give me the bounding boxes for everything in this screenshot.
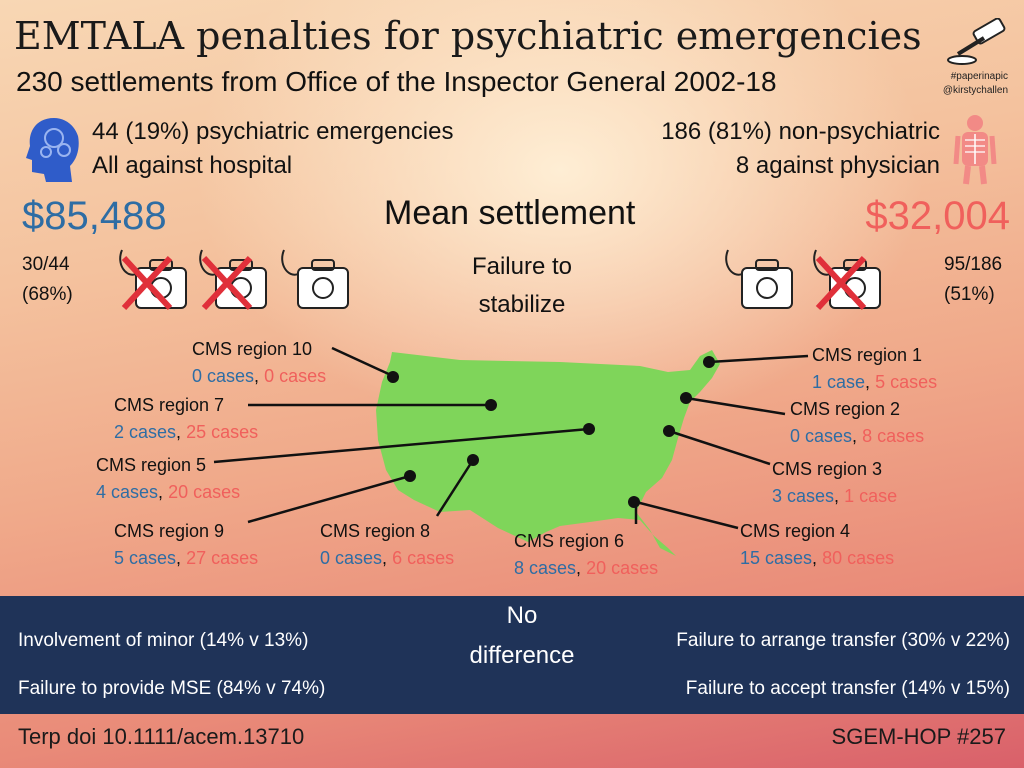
- medical-kit-icon: [813, 249, 881, 311]
- region-psych-cases: 1 case: [812, 372, 866, 392]
- region-nonpsych-cases: 5 cases: [875, 372, 938, 392]
- nonpsych-count: 186 (81%) non-psychiatric: [661, 118, 940, 145]
- psych-failure-percent: (68%): [22, 284, 73, 305]
- medical-kit-icon: [119, 249, 187, 311]
- region-10-label: CMS region 10 0 cases, 0 cases: [192, 336, 326, 390]
- arrange-transfer-stat: Failure to arrange transfer (30% v 22%): [676, 630, 1010, 651]
- region-name: CMS region 6: [514, 531, 625, 551]
- episode-code: SGEM-HOP #257: [831, 724, 1006, 749]
- psych-medical-kits: [119, 249, 349, 311]
- nonpsych-medical-kits: [725, 249, 881, 311]
- mean-settlement-label: Mean settlement: [384, 194, 636, 232]
- region-2-label: CMS region 2 0 cases, 8 cases: [790, 396, 924, 450]
- reference-doi: Terp doi 10.1111/acem.13710: [18, 724, 305, 749]
- failure-to-stabilize-label: Failure to stabilize: [422, 248, 622, 324]
- region-psych-cases: 15 cases: [740, 548, 813, 568]
- no-difference-line-1: No: [506, 602, 538, 629]
- region-name: CMS region 3: [772, 459, 883, 479]
- region-nonpsych-cases: 0 cases: [264, 366, 327, 386]
- region-3-label: CMS region 3 3 cases, 1 case: [772, 456, 897, 510]
- region-name: CMS region 4: [740, 521, 851, 541]
- psych-count: 44 (19%) psychiatric emergencies: [92, 118, 454, 145]
- region-name: CMS region 1: [812, 345, 923, 365]
- region-name: CMS region 9: [114, 521, 225, 541]
- accept-transfer-stat: Failure to accept transfer (14% v 15%): [685, 678, 1010, 699]
- psych-against: All against hospital: [92, 152, 293, 179]
- region-nonpsych-cases: 20 cases: [586, 558, 659, 578]
- region-nonpsych-cases: 27 cases: [186, 548, 259, 568]
- region-nonpsych-cases: 8 cases: [862, 426, 925, 446]
- medical-kit-icon: [725, 249, 793, 309]
- psych-failure-stat: 30/44 (68%): [22, 250, 73, 310]
- tag-author: @kirstychallen: [942, 85, 1008, 96]
- comparison-band: Involvement of minor (14% v 13%) Failure…: [0, 596, 1024, 714]
- failure-line-1: Failure to: [471, 253, 573, 280]
- region-psych-cases: 4 cases: [96, 482, 159, 502]
- region-psych-cases: 2 cases: [114, 422, 177, 442]
- region-psych-cases: 0 cases: [790, 426, 853, 446]
- region-nonpsych-cases: 80 cases: [822, 548, 895, 568]
- region-5-label: CMS region 5 4 cases, 20 cases: [96, 452, 240, 506]
- region-psych-cases: 0 cases: [320, 548, 383, 568]
- nonpsych-failure-fraction: 95/186: [944, 254, 1003, 275]
- gavel-icon: [947, 18, 1006, 65]
- region-4-label: CMS region 4 15 cases, 80 cases: [740, 518, 894, 572]
- brain-head-icon: [26, 118, 79, 182]
- region-nonpsych-cases: 25 cases: [186, 422, 259, 442]
- minor-involvement-stat: Involvement of minor (14% v 13%): [18, 630, 309, 651]
- region-7-label: CMS region 7 2 cases, 25 cases: [114, 392, 258, 446]
- hashtags: #paperinapic @kirstychallen: [943, 70, 1008, 98]
- no-difference-line-2: difference: [469, 642, 575, 669]
- region-name: CMS region 7: [114, 395, 225, 415]
- page-subtitle: 230 settlements from Office of the Inspe…: [16, 66, 777, 97]
- region-6-label: CMS region 6 8 cases, 20 cases: [514, 528, 658, 582]
- failure-line-2: stabilize: [478, 291, 566, 318]
- nonpsych-failure-percent: (51%): [944, 284, 995, 305]
- region-psych-cases: 8 cases: [514, 558, 577, 578]
- body-anatomy-icon: [953, 115, 997, 185]
- region-name: CMS region 8: [320, 521, 431, 541]
- region-psych-cases: 0 cases: [192, 366, 255, 386]
- region-9-label: CMS region 9 5 cases, 27 cases: [114, 518, 258, 572]
- nonpsych-mean-settlement: $32,004: [865, 194, 1010, 238]
- region-8-label: CMS region 8 0 cases, 6 cases: [320, 518, 454, 572]
- region-1-label: CMS region 1 1 case, 5 cases: [812, 342, 937, 396]
- region-nonpsych-cases: 6 cases: [392, 548, 455, 568]
- medical-kit-icon: [199, 249, 267, 311]
- medical-kit-icon: [281, 249, 349, 309]
- region-psych-cases: 5 cases: [114, 548, 177, 568]
- mse-failure-stat: Failure to provide MSE (84% v 74%): [18, 678, 326, 699]
- region-psych-cases: 3 cases: [772, 486, 835, 506]
- region-name: CMS region 5: [96, 455, 207, 475]
- region-name: CMS region 10: [192, 339, 313, 359]
- nonpsych-against: 8 against physician: [735, 152, 940, 179]
- nonpsych-failure-stat: 95/186 (51%): [944, 250, 1002, 310]
- page-title: EMTALA penalties for psychiatric emergen…: [14, 14, 922, 58]
- tag-paperinapic: #paperinapic: [950, 71, 1008, 82]
- psych-failure-fraction: 30/44: [22, 254, 70, 275]
- region-name: CMS region 2: [790, 399, 901, 419]
- no-difference-label: No difference: [422, 596, 622, 676]
- region-nonpsych-cases: 1 case: [844, 486, 898, 506]
- psych-mean-settlement: $85,488: [22, 194, 167, 238]
- region-nonpsych-cases: 20 cases: [168, 482, 241, 502]
